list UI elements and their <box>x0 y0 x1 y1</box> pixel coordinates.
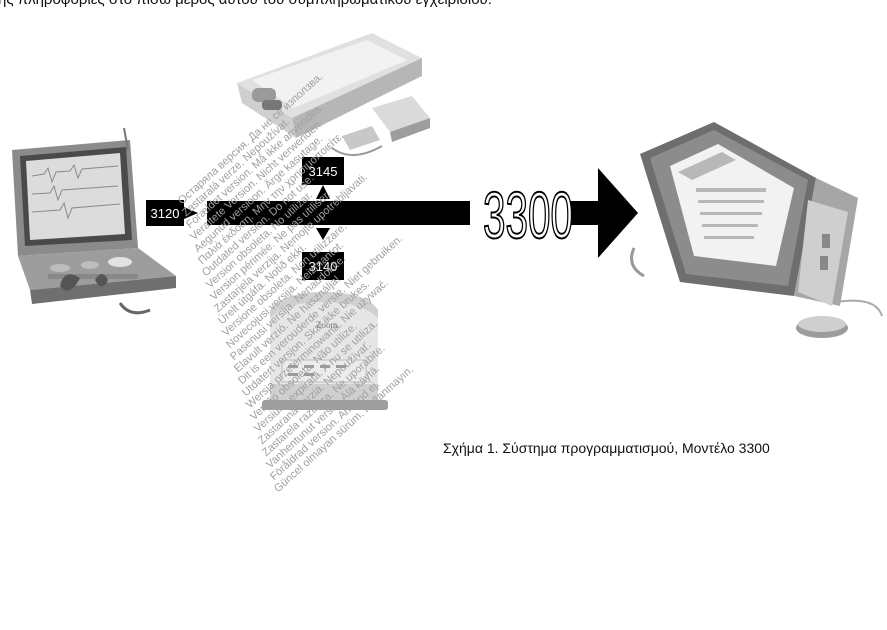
telemetry-arrows <box>184 168 638 258</box>
tablet-programmer-image <box>630 122 883 338</box>
figure-caption: Σχήμα 1. Σύστημα προγραμματισμού, Μοντέλ… <box>443 440 770 456</box>
model-3145-label: 3145 <box>302 157 344 185</box>
arrow-3145-head <box>316 185 330 199</box>
laptop-programmer-image <box>12 128 176 315</box>
model-3120-label: 3120 <box>146 200 184 226</box>
main-arrow-head <box>598 168 638 258</box>
communicator-module-image: Zoom <box>262 292 388 410</box>
arrow-3140-head <box>316 228 330 240</box>
arrow-3120-head <box>184 207 198 219</box>
psa-module-image <box>237 33 430 156</box>
svg-text:3300: 3300 <box>484 178 573 250</box>
model-3300-label: 3300 <box>484 177 574 250</box>
model-3140-label: 3140 <box>302 252 344 280</box>
main-arrow-shaft <box>207 201 470 225</box>
header-text: ης πληροφορίες στο πίσω μέρος αυτού του … <box>0 0 492 8</box>
svg-text:Zoom: Zoom <box>316 320 338 330</box>
